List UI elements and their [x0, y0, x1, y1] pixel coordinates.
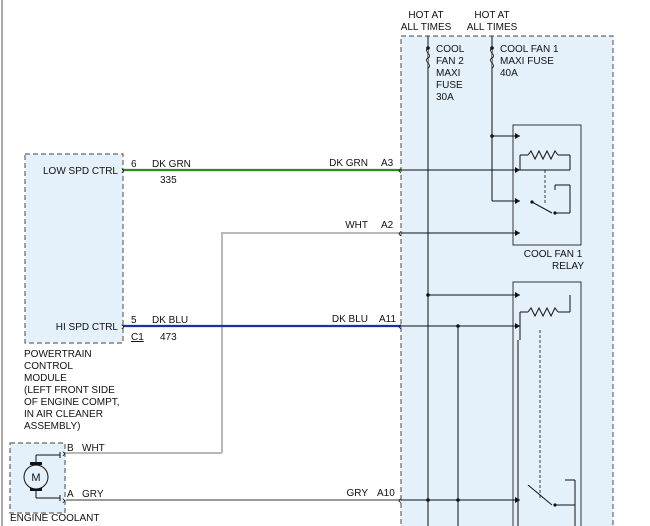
pcm-name-line: POWERTRAIN [24, 349, 92, 360]
cool-fan-1-relay-internals [490, 133, 571, 215]
hot-label-right-line1: HOT AT [474, 10, 509, 21]
fuse-1-label-line3: 40A [500, 68, 518, 79]
terminal-a2-chevron: ‹ [398, 228, 402, 240]
relay-label-line2: RELAY [552, 261, 584, 272]
fuse-1-label-line2: MAXI FUSE [500, 56, 554, 67]
fuse-1-top-dot [490, 46, 494, 50]
pcm-name-line: ASSEMBLY) [24, 421, 81, 432]
motor-pin-b-chevron: › [62, 448, 66, 460]
cool-fan-relay-2-internals [426, 292, 576, 526]
relay-label-line1: COOL FAN 1 [524, 249, 583, 260]
fuse-2-label-line2: FAN 2 [436, 56, 464, 67]
wire-dk-blu-circuit: 473 [160, 332, 177, 343]
pcm-name-line: CONTROL [24, 361, 73, 372]
pcm-name-line: IN AIR CLEANER [24, 409, 103, 420]
fuse-2-label-line5: 30A [436, 92, 454, 103]
wire-gry-terminal: A10 [377, 488, 395, 499]
junction-dot [426, 498, 430, 502]
hot-label-left-line1: HOT AT [408, 10, 443, 21]
pcm-connector-label: C1 [131, 332, 144, 343]
fuse-2-symbol [426, 47, 430, 69]
pcm-low-spd-ctrl-label: LOW SPD CTRL [43, 166, 118, 177]
wire-dk-blu-pin: 5 [131, 315, 137, 326]
wire-dk-blu-terminal: A11 [379, 314, 396, 325]
wire-wht-color-right: WHT [345, 220, 368, 231]
terminal-a10-chevron: ‹ [398, 495, 402, 507]
wire-dk-grn-circuit: 335 [160, 175, 177, 186]
wire-dk-grn-color-right: DK GRN [329, 158, 368, 169]
fuse-1-label-line1: COOL FAN 1 [500, 44, 559, 55]
terminal-a2-arrow [515, 230, 520, 236]
wire-dk-grn-terminal: A3 [381, 158, 394, 169]
motor-pin-b-label: B [67, 443, 74, 454]
fuse-2-label-line1: COOL [436, 44, 465, 55]
pcm-hi-spd-ctrl-label: HI SPD CTRL [56, 322, 119, 333]
motor-pin-a-chevron: › [62, 495, 66, 507]
wire-wht-terminal: A2 [381, 220, 394, 231]
powertrain-control-module-box [24, 153, 124, 344]
hot-label-right-line2: ALL TIMES [467, 22, 518, 33]
wire-gry-color-left: GRY [82, 489, 104, 500]
pcm-pin-5-chevron: › [121, 321, 125, 333]
motor-pin-a-label: A [67, 489, 74, 500]
cool-fan-relay-2-box [512, 281, 582, 526]
terminal-a11-chevron: ‹ [398, 321, 402, 333]
wire-dk-grn-pin: 6 [131, 159, 137, 170]
motor-symbol-letter: M [31, 472, 40, 484]
fuse-2-top-dot [426, 46, 430, 50]
pcm-name-line: OF ENGINE COMPT, [24, 397, 120, 408]
motor-name-label: ENGINE COOLANT [10, 513, 99, 524]
wire-wht-a2 [221, 232, 401, 453]
wire-dk-blu-color-right: DK BLU [332, 314, 368, 325]
fuse-2-label-line4: FUSE [436, 80, 463, 91]
wire-dk-grn-color-left: DK GRN [152, 159, 191, 170]
fuse-2-label-line3: MAXI [436, 68, 460, 79]
pcm-name-line: MODULE [24, 373, 67, 384]
terminal-a3-chevron: ‹ [398, 165, 402, 177]
terminal-a10-arrow [515, 497, 520, 503]
junction-dot [456, 498, 460, 502]
motor-symbol [23, 452, 61, 501]
fuse-1-symbol [490, 47, 494, 69]
terminal-a3-arrow [515, 167, 520, 173]
hot-label-left-line2: ALL TIMES [401, 22, 452, 33]
pcm-pin-6-chevron: › [121, 165, 125, 177]
wire-motor-wht-color: WHT [82, 443, 105, 454]
wire-dk-blu-color-left: DK BLU [152, 315, 188, 326]
wire-gry-color-right: GRY [347, 488, 369, 499]
cool-fan-1-relay-box [512, 124, 582, 246]
pcm-name-line: (LEFT FRONT SIDE [24, 385, 115, 396]
pcm-name-text: POWERTRAIN CONTROL MODULE (LEFT FRONT SI… [24, 349, 120, 432]
